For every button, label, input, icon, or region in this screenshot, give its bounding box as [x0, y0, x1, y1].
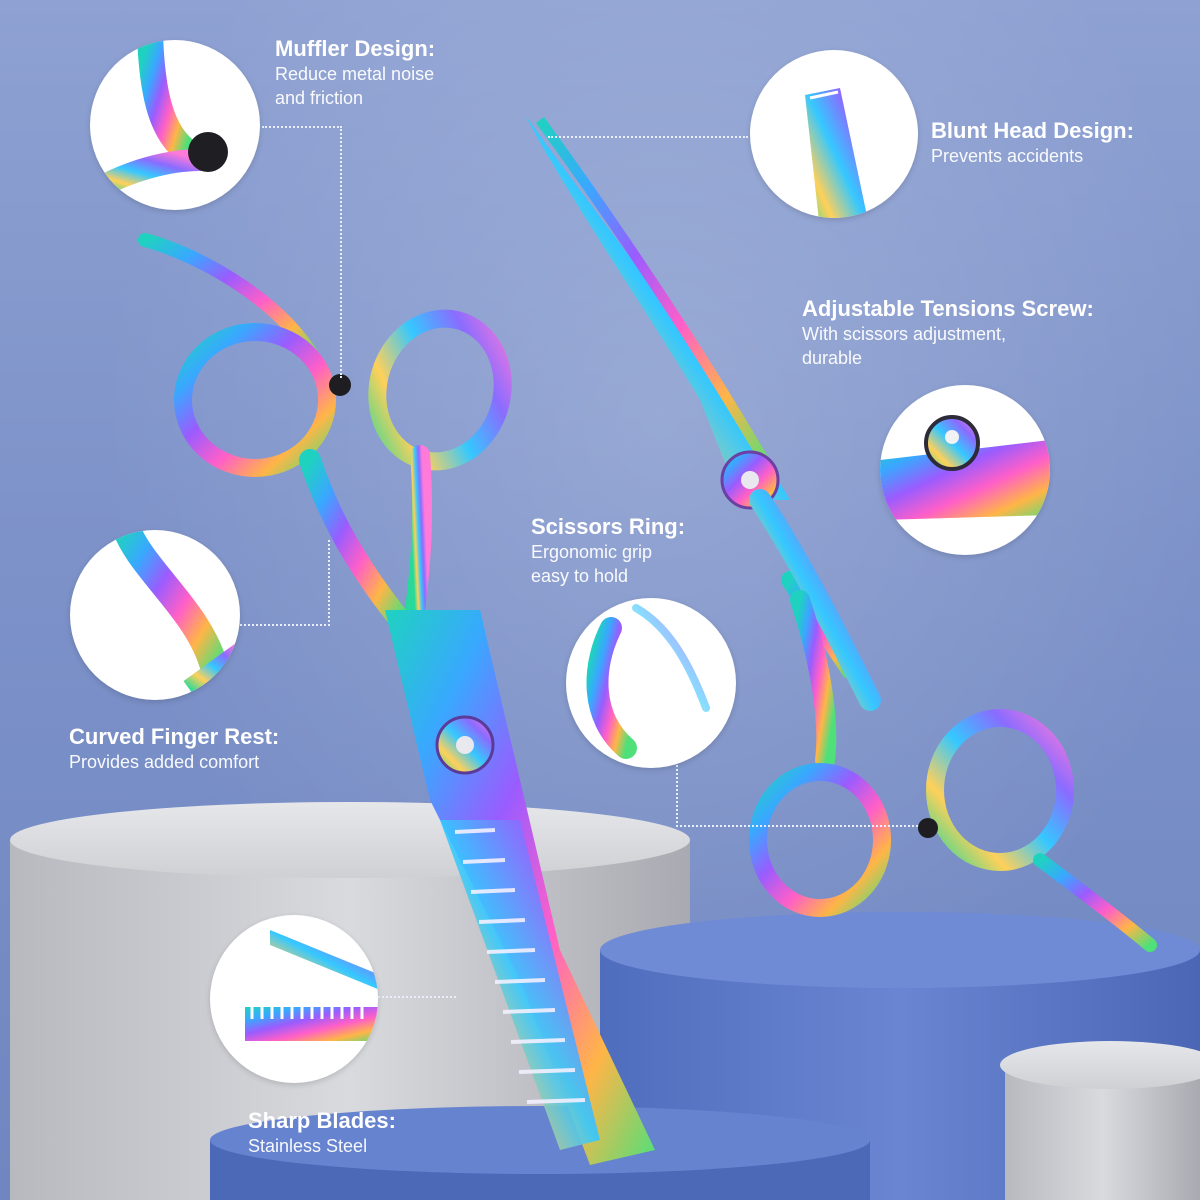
leader-finger-rest: [240, 540, 330, 626]
bubble-blunt-head: [750, 50, 918, 218]
feature-title: Muffler Design:: [275, 36, 436, 61]
feature-tension-screw: Adjustable Tensions Screw: With scissors…: [802, 296, 1094, 370]
feature-desc: Prevents accidents: [931, 146, 1084, 166]
feature-desc: With scissors adjustment,: [802, 324, 1007, 344]
feature-desc: Reduce metal noise: [275, 64, 435, 84]
feature-title: Blunt Head Design:: [931, 118, 1134, 143]
feature-desc: Stainless Steel: [248, 1136, 368, 1156]
feature-title: Curved Finger Rest:: [69, 724, 280, 749]
blunt-tip-detail-icon: [805, 88, 868, 218]
bubble-finger-rest: [70, 530, 240, 700]
finger-ring-detail-icon: [586, 604, 710, 759]
feature-muffler: Muffler Design: Reduce metal noise and f…: [275, 36, 435, 110]
leader-muffler: [262, 126, 342, 378]
bubble-muffler: [90, 40, 260, 210]
muffler-detail-icon: [90, 40, 228, 201]
feature-desc: durable: [802, 348, 863, 368]
feature-desc: Provides added comfort: [69, 752, 260, 772]
leader-blunt-head: [548, 136, 748, 138]
bubble-blades: [210, 915, 378, 1083]
bubble-scissors-ring: [566, 598, 736, 768]
bubble-tension-screw: [880, 385, 1050, 555]
thinning-teeth-detail-icon: [245, 930, 378, 1041]
feature-desc: easy to hold: [531, 566, 629, 586]
feature-blunt-head: Blunt Head Design: Prevents accidents: [931, 118, 1134, 168]
feature-blades: Sharp Blades: Stainless Steel: [248, 1108, 396, 1158]
podium-gray-right: [1000, 1041, 1200, 1200]
leader-scissors-ring: [676, 765, 918, 827]
feature-desc: Ergonomic grip: [531, 542, 653, 562]
feature-desc: and friction: [275, 88, 364, 108]
podium-blue-front: [210, 1106, 870, 1200]
tension-screw-detail-icon: [880, 415, 1050, 520]
feature-scissors-ring: Scissors Ring: Ergonomic grip easy to ho…: [531, 514, 685, 588]
feature-title: Adjustable Tensions Screw:: [802, 296, 1094, 321]
leader-blades: [378, 996, 456, 998]
feature-finger-rest: Curved Finger Rest: Provides added comfo…: [69, 724, 279, 774]
finger-rest-detail-icon: [112, 530, 240, 699]
thinning-shears-icon: [138, 233, 655, 1165]
feature-title: Scissors Ring:: [531, 514, 686, 539]
feature-title: Sharp Blades:: [248, 1108, 396, 1133]
cutting-scissors-icon: [525, 115, 1157, 952]
